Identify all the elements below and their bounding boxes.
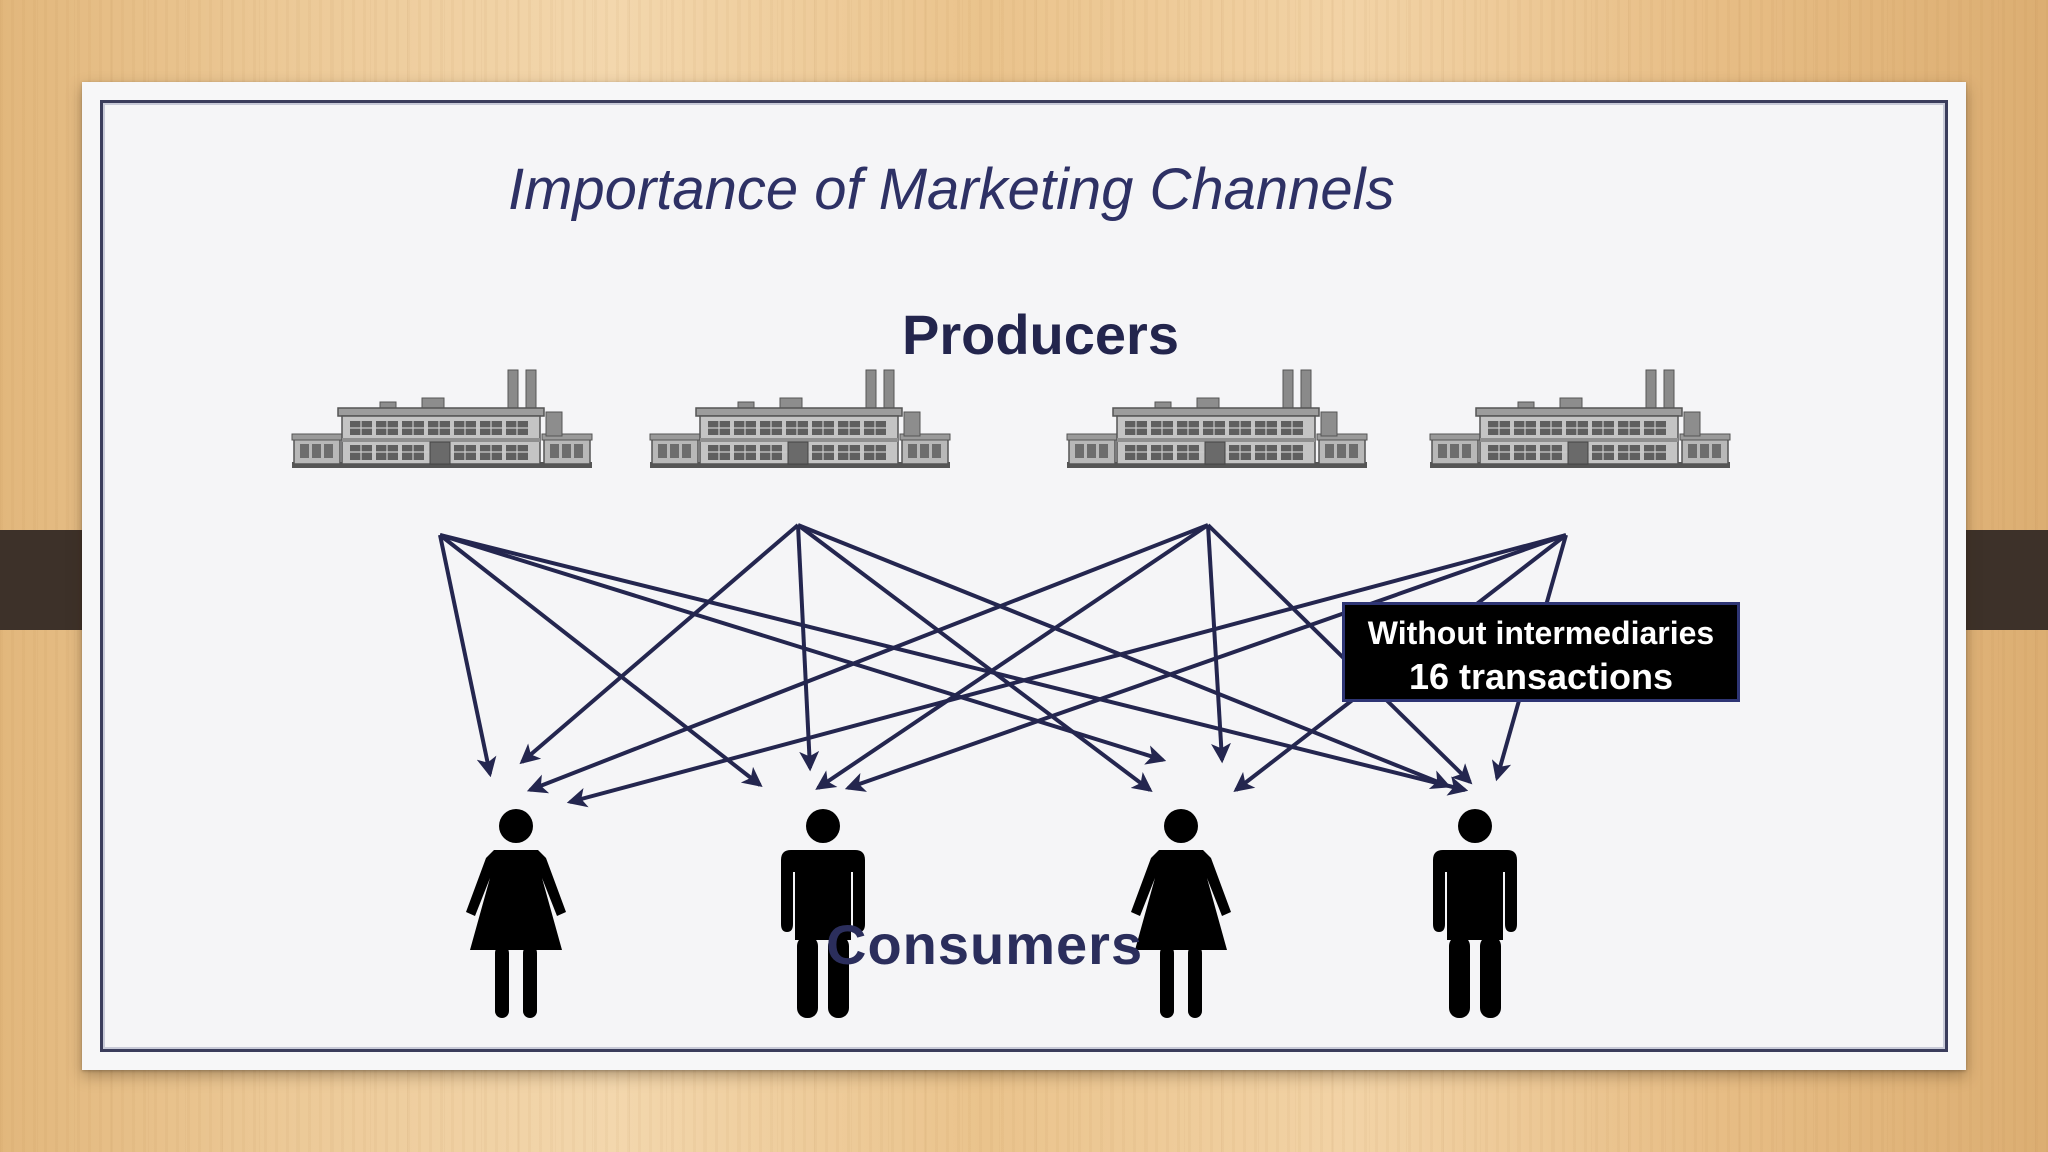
slide-title: Importance of Marketing Channels: [508, 157, 1395, 222]
transaction-arrow-producer-3-to-consumer-1: [526, 523, 1209, 794]
transaction-arrow-producer-4-to-consumer-1: [566, 533, 1567, 808]
consumer-woman-1: [466, 809, 566, 1018]
transaction-arrow-producer-3-to-consumer-4: [1206, 523, 1473, 785]
producer-factory-4: [1429, 369, 1731, 469]
transaction-arrow-producer-1-to-consumer-1: [438, 534, 497, 778]
consumer-woman-2: [1131, 809, 1231, 1018]
callout-line-1: Without intermediaries: [1367, 615, 1715, 651]
transaction-arrow-producer-4-to-consumer-2: [844, 533, 1567, 792]
woman-icon: [1131, 809, 1231, 1018]
callout-line-2: 16 transactions: [1408, 656, 1674, 697]
transaction-arrow-producer-1-to-consumer-3: [439, 533, 1167, 765]
transactions-callout: Without intermediaries 16 transactions: [1342, 602, 1740, 702]
transaction-arrow-producer-1-to-consumer-2: [438, 533, 763, 788]
transaction-arrow-producer-2-to-consumer-3: [796, 523, 1153, 793]
factory-icon: [1429, 369, 1731, 469]
producer-factory-3: [1066, 369, 1368, 469]
slide-frame: [100, 100, 1948, 1052]
transaction-arrow-producer-3-to-consumer-2: [815, 523, 1210, 790]
consumers-label: Consumers: [826, 913, 1144, 976]
producer-factory-2: [649, 369, 951, 469]
producer-factory-1: [291, 369, 593, 469]
woman-icon: [466, 809, 566, 1018]
factory-icon: [649, 369, 951, 469]
consumer-man-2: [1433, 809, 1517, 1018]
factory-icon: [291, 369, 593, 469]
producers-label: Producers: [902, 303, 1179, 366]
factory-icon: [1066, 369, 1368, 469]
transaction-arrow-producer-2-to-consumer-1: [519, 523, 800, 765]
transaction-arrows: [438, 523, 1568, 808]
transaction-arrow-producer-3-to-consumer-3: [1206, 524, 1231, 764]
man-icon: [1433, 809, 1517, 1018]
transaction-arrow-producer-2-to-consumer-2: [796, 524, 820, 772]
slide-card: [82, 82, 1966, 1070]
